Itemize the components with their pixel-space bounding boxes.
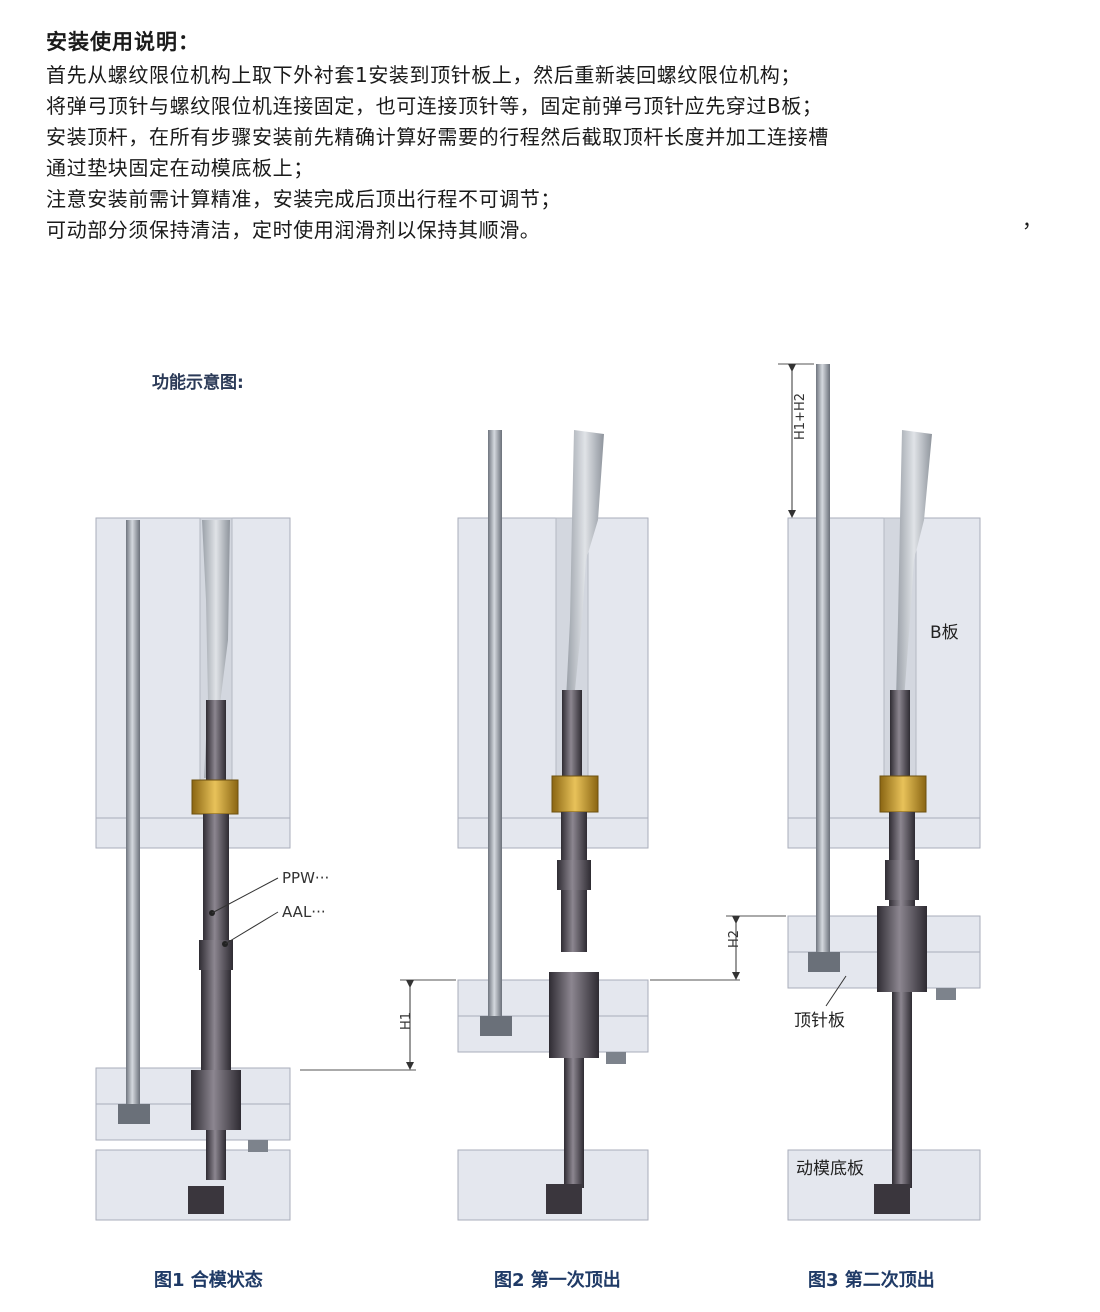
instructions-title: 安装使用说明： [46, 30, 200, 54]
figure-2: H1 [399, 430, 740, 1221]
fig3-shaft-stem [892, 992, 912, 1188]
label-h1: H1 [399, 1012, 414, 1030]
caption-fig2: 图2 第一次顶出 [494, 1270, 621, 1291]
instruction-line-1: 首先从螺纹限位机构上取下外衬套1安装到顶针板上，然后重新装回螺纹限位机构； [46, 63, 801, 87]
fig2-upper-shaft [562, 690, 582, 780]
label-b-plate: B板 [930, 623, 959, 643]
fig1-shaft-body [201, 970, 231, 1070]
fig3-ejector-rod-head [808, 952, 840, 972]
label-h1h2: H1+H2 [793, 393, 808, 440]
caption-fig1: 图1 合模状态 [154, 1270, 263, 1291]
label-ejector-plate: 顶针板 [794, 1011, 845, 1031]
label-bottom-plate: 动模底板 [796, 1159, 864, 1179]
fig1-shaft-foot [188, 1186, 224, 1214]
fig3-shaft-collar-1 [885, 860, 919, 900]
instruction-line-4: 通过垫块固定在动模底板上； [46, 156, 314, 180]
stray-mark: ， [1022, 208, 1042, 232]
fig1-b-plate [95, 517, 291, 819]
instruction-line-6: 可动部分须保持清洁，定时使用润滑剂以保持其顺滑。 [46, 218, 541, 242]
instruction-line-3: 安装顶杆，在所有步骤安装前先精确计算好需要的行程然后截取顶杆长度并加工连接槽 [46, 125, 829, 149]
fig1-brass-bushing [191, 779, 239, 815]
fig2-ejector-rod-head [480, 1016, 512, 1036]
figure-1: PPW··· AAL··· [95, 517, 416, 1221]
fig2-b-plate [457, 517, 649, 819]
fig2-shaft-collar-2 [549, 972, 599, 1058]
fig1-stop-block [248, 1140, 268, 1152]
fig3-upper-shaft [890, 690, 910, 780]
ejector-plate-leader [825, 975, 847, 1007]
instructions: 安装使用说明： 首先从螺纹限位机构上取下外衬套1安装到顶针板上，然后重新装回螺纹… [46, 26, 1056, 246]
fig2-stop-block [606, 1052, 626, 1064]
instruction-line-5: 注意安装前需计算精准，安装完成后顶出行程不可调节； [46, 187, 561, 211]
fig1-ppw-leader [211, 877, 279, 914]
fig2-shaft-collar-1 [557, 860, 591, 890]
figure-3: H1+H2 H2 B板 顶针板 动模底板 [726, 363, 981, 1221]
fig1-upper-shaft [206, 700, 226, 780]
fig1-ejector-rod [126, 520, 140, 1110]
fig3-shaft-foot [874, 1184, 910, 1214]
fig2-b-plate-lower [457, 817, 649, 849]
fig1-aal-leader [224, 911, 279, 945]
fig3-blade [896, 430, 932, 700]
fig1-shaft-stem [206, 1130, 226, 1180]
label-h2: H2 [727, 930, 742, 948]
fig2-ejector-rod [488, 430, 502, 1022]
fig2-brass-bushing [551, 775, 599, 813]
instruction-line-2: 将弹弓顶针与螺纹限位机连接固定，也可连接顶针等，固定前弹弓顶针应先穿过B板； [46, 94, 823, 118]
function-diagram-title: 功能示意图: [152, 373, 244, 393]
fig1-b-plate-lower [95, 817, 291, 849]
label-aal: AAL··· [282, 903, 326, 921]
fig3-brass-bushing [879, 775, 927, 813]
fig1-ejector-rod-head [118, 1104, 150, 1124]
label-ppw: PPW··· [282, 869, 329, 887]
fig3-ejector-rod [816, 364, 830, 956]
fig1-shaft-collar-2 [191, 1070, 241, 1130]
fig3-stop-block [936, 988, 956, 1000]
fig2-blade [566, 430, 604, 700]
fig3-shaft-collar-2 [877, 906, 927, 992]
fig2-shaft-foot [546, 1184, 582, 1214]
caption-fig3: 图3 第二次顶出 [808, 1270, 935, 1291]
fig2-shaft-stem [564, 1058, 584, 1188]
